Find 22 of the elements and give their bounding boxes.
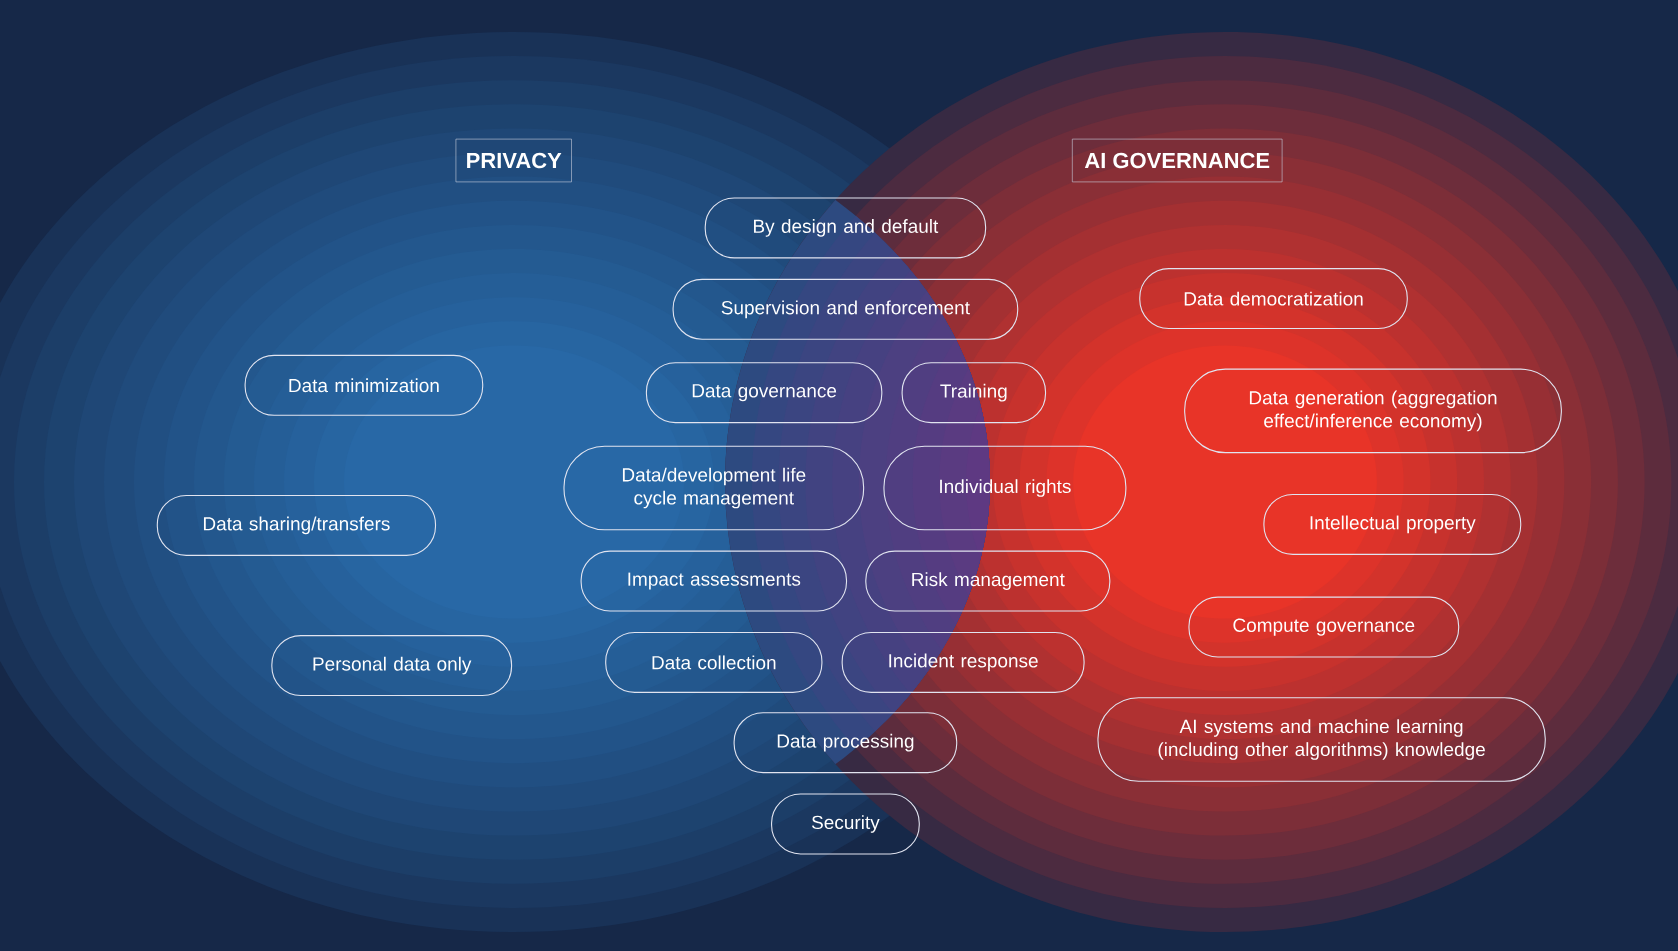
topic-pill: AI systems and machine learning (including other algorithms) knowledge bbox=[1097, 697, 1546, 782]
topic-pill: Data generation (aggregation effect/inference economy) bbox=[1184, 368, 1562, 454]
topic-pill: Personal data only bbox=[271, 635, 513, 697]
topic-pill: Data collection bbox=[605, 631, 823, 693]
topic-pill: Incident response bbox=[841, 631, 1085, 693]
topic-pill: Compute governance bbox=[1188, 596, 1460, 658]
topic-pill: Data sharing/transfers bbox=[156, 494, 437, 556]
topic-pill: Impact assessments bbox=[580, 550, 848, 612]
topic-pill: Security bbox=[771, 793, 920, 855]
topic-pill: Risk management bbox=[865, 550, 1111, 612]
topic-pill: Data processing bbox=[733, 712, 958, 774]
topic-pill: Data governance bbox=[645, 362, 883, 424]
topic-pill: Data/development life cycle management bbox=[563, 445, 865, 531]
topic-pill: Training bbox=[901, 362, 1047, 424]
topic-pill: Intellectual property bbox=[1263, 493, 1522, 555]
heading-box: AI GOVERNANCE bbox=[1072, 138, 1283, 183]
topic-pill: Data democratization bbox=[1139, 268, 1408, 330]
topic-pill: By design and default bbox=[704, 197, 987, 259]
topic-pill: Individual rights bbox=[883, 445, 1127, 531]
topic-pill: Supervision and enforcement bbox=[672, 278, 1019, 340]
topic-pill: Data minimization bbox=[244, 354, 484, 416]
heading-box: PRIVACY bbox=[455, 138, 572, 183]
